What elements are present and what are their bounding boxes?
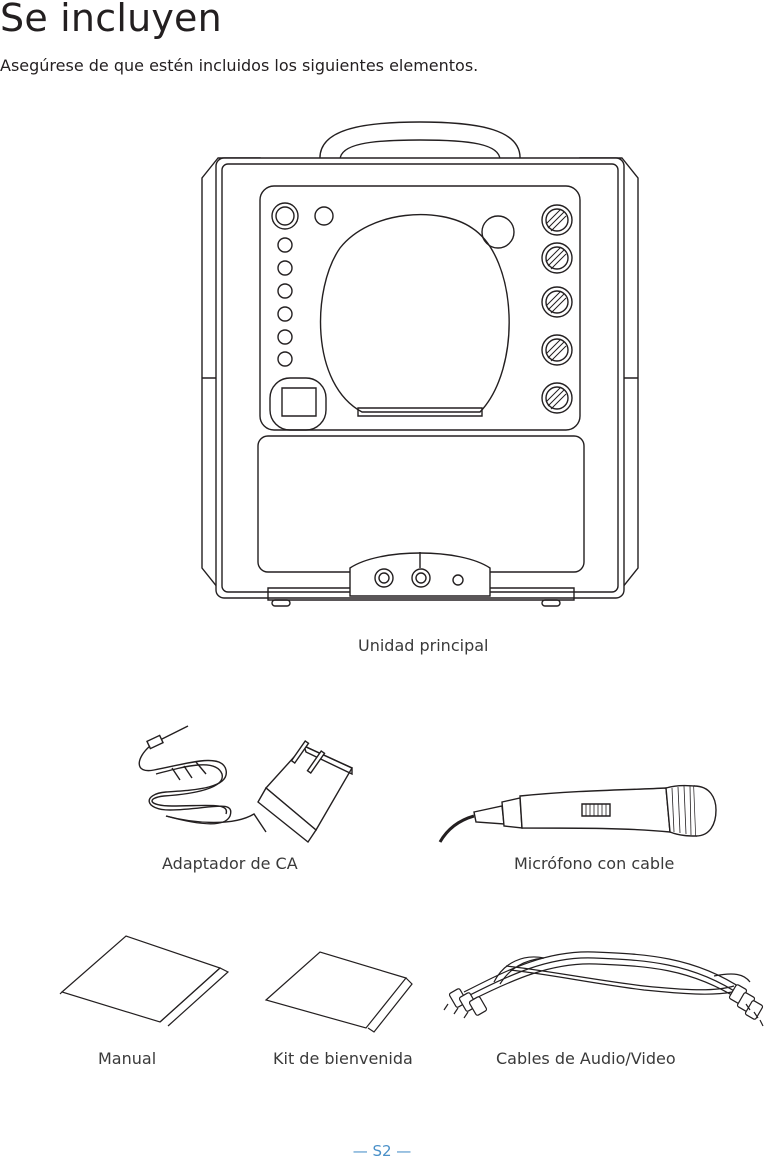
microphone-illustration	[440, 784, 720, 844]
main-unit-caption: Unidad principal	[358, 636, 489, 655]
av-cables-illustration	[444, 946, 764, 1036]
ac-adapter-illustration	[126, 718, 356, 848]
manual-illustration	[56, 930, 236, 1026]
welcome-kit-caption: Kit de bienvenida	[273, 1049, 413, 1068]
welcome-kit-illustration	[262, 948, 422, 1034]
main-unit-illustration	[200, 118, 640, 618]
av-cables-caption: Cables de Audio/Video	[496, 1049, 676, 1068]
page-number: — S2 —	[352, 1142, 412, 1160]
page-title: Se incluyen	[0, 0, 222, 40]
microphone-caption: Micrófono con cable	[514, 854, 675, 873]
manual-caption: Manual	[98, 1049, 157, 1068]
page-subtitle: Asegúrese de que estén incluidos los sig…	[0, 56, 479, 75]
ac-adapter-caption: Adaptador de CA	[162, 854, 298, 873]
